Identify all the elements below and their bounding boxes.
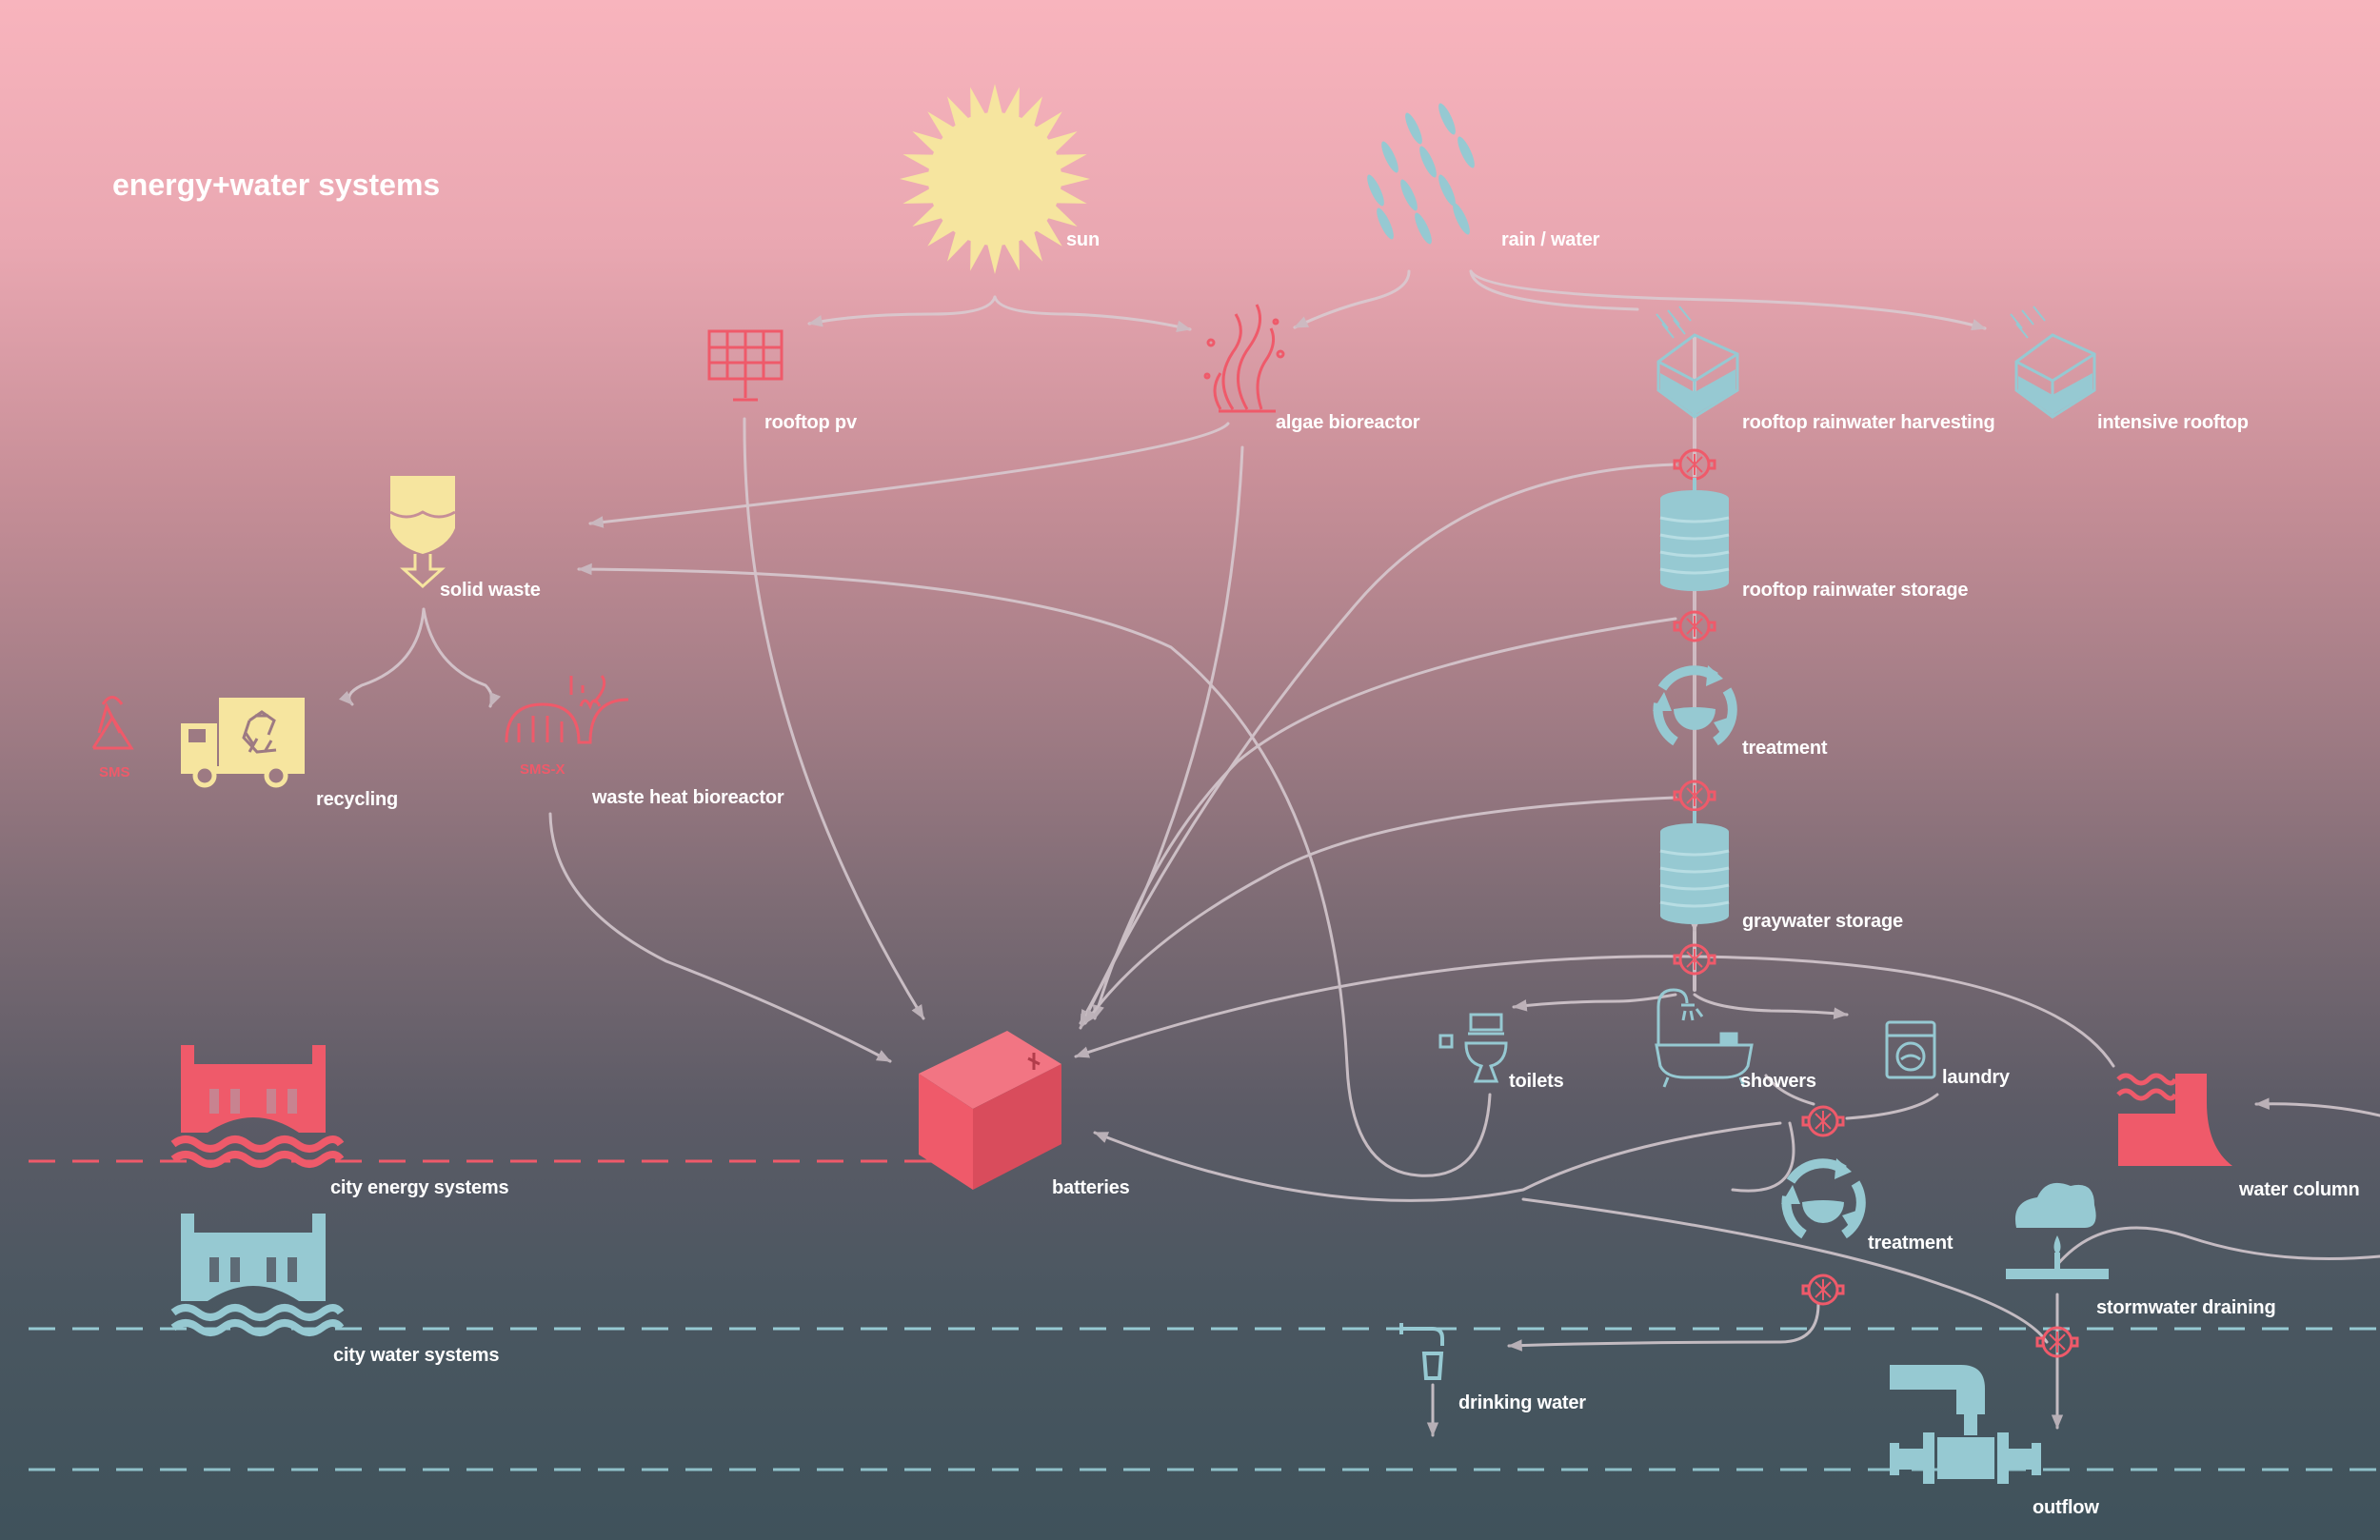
water-column-icon <box>2116 1073 2232 1166</box>
bridge-icon-energy <box>170 1045 345 1168</box>
green-roof-icon <box>2010 306 2096 419</box>
outflow-pipe-icon <box>1890 1365 2041 1484</box>
laundry-label: laundry <box>1942 1067 2010 1088</box>
pump-icon-2 <box>1673 610 1716 642</box>
algae-bioreactor-label: algae bioreactor <box>1276 412 1420 433</box>
sms-x-label: SMS-X <box>520 761 565 778</box>
faucet-icon <box>1399 1323 1444 1380</box>
pump-icon-5 <box>1801 1105 1845 1137</box>
waste-heat-bioreactor-label: waste heat bioreactor <box>592 787 784 808</box>
rain-icon <box>1367 103 1475 245</box>
toilets-label: toilets <box>1509 1071 1564 1092</box>
bridge-icon-water <box>170 1214 345 1336</box>
battery-icon <box>919 1031 1061 1190</box>
recycling-label: recycling <box>316 789 399 810</box>
shower-icon <box>1655 988 1754 1088</box>
batteries-label: batteries <box>1052 1177 1130 1198</box>
flow-lines <box>338 269 2380 1437</box>
bioreactor-icon <box>505 675 629 744</box>
city-energy-systems-label: city energy systems <box>330 1177 509 1198</box>
rain-label: rain / water <box>1501 229 1600 250</box>
waste-bin-icon <box>389 476 456 589</box>
pump-icon-4 <box>1673 943 1716 976</box>
solid-waste-label: solid waste <box>440 580 541 601</box>
treatment-cycle-icon-2 <box>1781 1158 1865 1234</box>
rooftop-pv-label: rooftop pv <box>764 412 857 433</box>
pump-icon-3 <box>1673 780 1716 812</box>
stormwater-draining-label: stormwater draining <box>2096 1297 2276 1318</box>
washing-machine-icon <box>1885 1020 1936 1079</box>
city-lines <box>29 1159 2380 1471</box>
rain-harvest-icon <box>1656 306 1739 419</box>
recycling-truck-icon <box>181 698 305 788</box>
rooftop-rainwater-storage-label: rooftop rainwater storage <box>1742 580 1969 601</box>
page-title: energy+water systems <box>112 168 441 202</box>
algae-icon <box>1203 304 1285 413</box>
toilet-icon <box>1438 1013 1508 1083</box>
treatment-upper-label: treatment <box>1742 738 1828 759</box>
pump-icon-6 <box>1801 1273 1845 1306</box>
sms-icon <box>91 696 134 750</box>
pump-icon-7 <box>2035 1326 2079 1358</box>
water-tank-icon-2 <box>1658 809 1731 926</box>
solar-panel-icon <box>707 329 783 402</box>
pump-icon-1 <box>1673 448 1716 481</box>
drinking-water-label: drinking water <box>1458 1392 1586 1413</box>
city-water-systems-label: city water systems <box>333 1345 500 1366</box>
storm-cloud-icon <box>2006 1182 2109 1279</box>
sun-icon <box>900 84 1090 274</box>
sun-label: sun <box>1066 229 1100 250</box>
outflow-label: outflow <box>2033 1497 2099 1518</box>
showers-label: showers <box>1740 1071 1816 1092</box>
sms-label: SMS <box>99 764 130 780</box>
water-column-label: water column <box>2239 1179 2360 1200</box>
rooftop-rainwater-harvesting-label: rooftop rainwater harvesting <box>1742 412 1995 433</box>
intensive-rooftop-label: intensive rooftop <box>2097 412 2249 433</box>
graywater-storage-label: graywater storage <box>1742 911 1903 932</box>
treatment-lower-label: treatment <box>1868 1233 1954 1254</box>
water-tank-icon-1 <box>1658 476 1731 593</box>
